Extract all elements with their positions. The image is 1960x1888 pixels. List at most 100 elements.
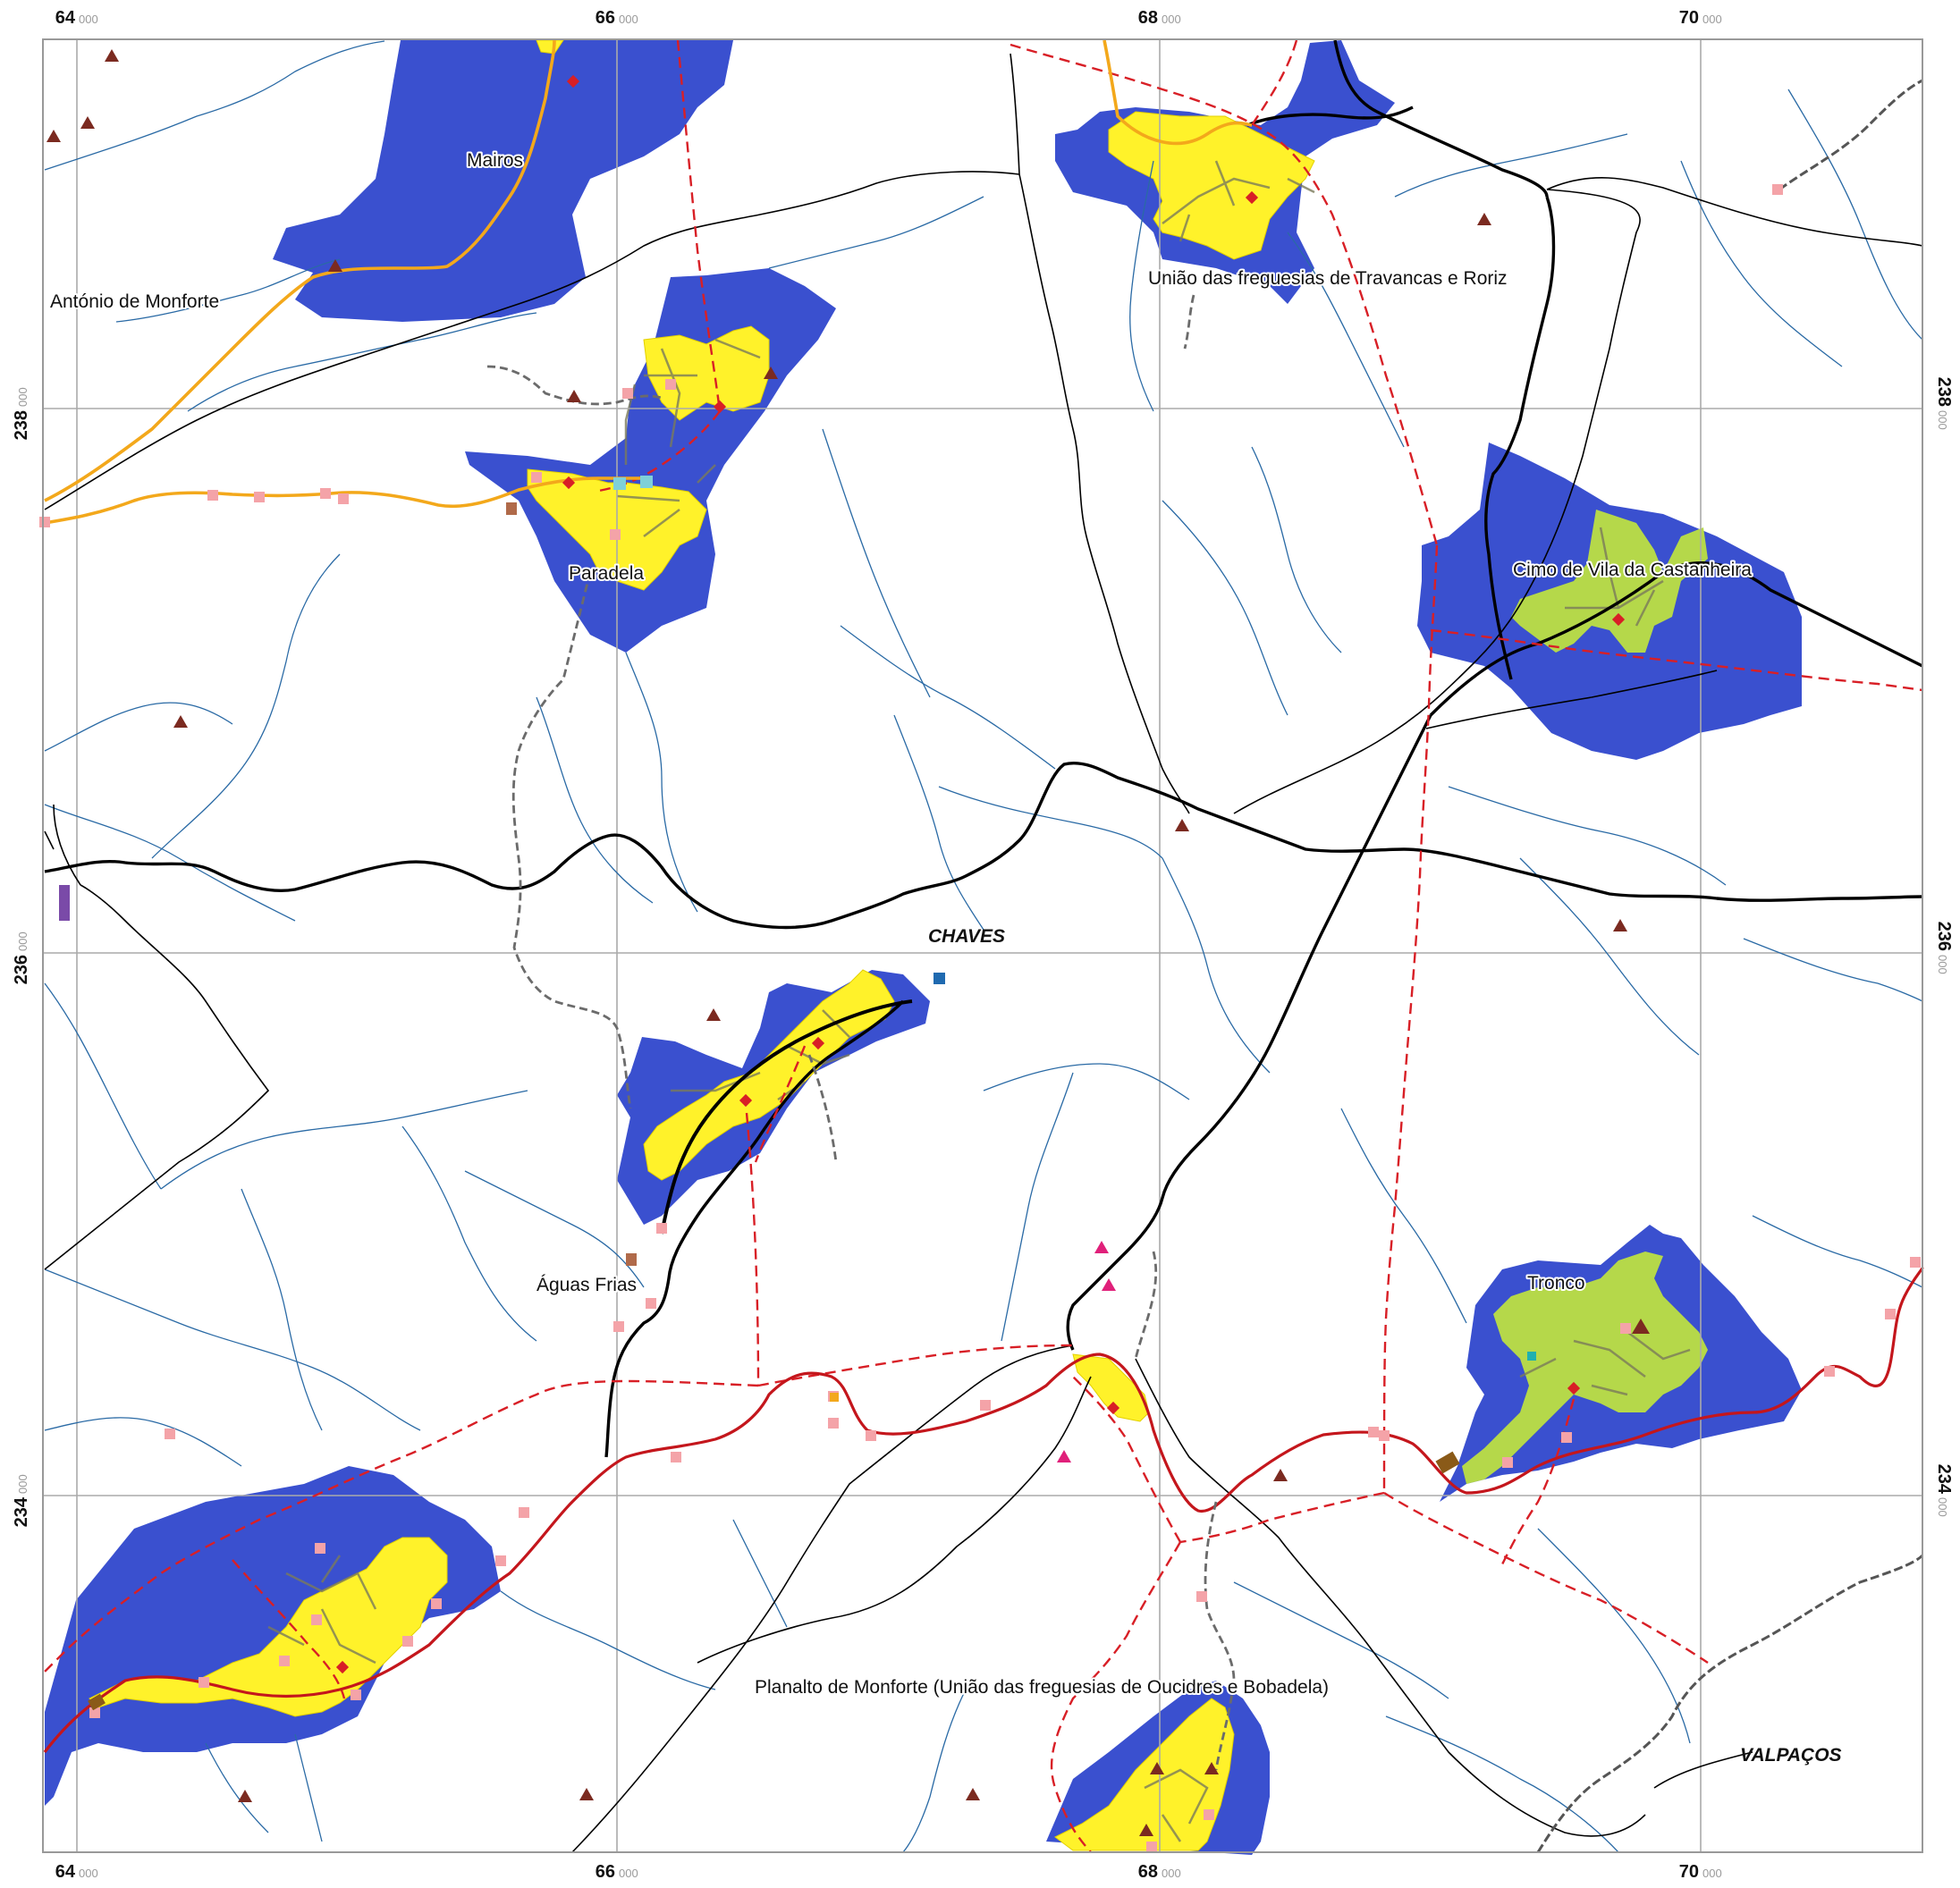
coord-right-234-small: 000 xyxy=(1936,1497,1949,1517)
coord-bottom-68-small: 000 xyxy=(1162,1867,1181,1880)
coord-left-234-small: 000 xyxy=(16,1474,30,1494)
red-diamond-marker-icon xyxy=(335,1660,350,1674)
coord-right-238-small: 000 xyxy=(1936,410,1949,430)
label-mairos: Mairos xyxy=(467,150,523,171)
pink-square-marker-icon xyxy=(165,1429,175,1439)
magenta-triangle-marker-icon xyxy=(1057,1450,1071,1462)
magenta-markers xyxy=(1057,1241,1116,1462)
red-diamond-marker-icon xyxy=(566,74,580,88)
triangle-marker-icon xyxy=(1477,213,1491,225)
grid-lines xyxy=(43,39,1922,1852)
blue-square-marker-icon xyxy=(934,973,945,984)
coord-right-234: 234 xyxy=(1934,1464,1954,1495)
triangle-marker-icon xyxy=(173,715,188,728)
pink-square-marker-icon xyxy=(320,488,331,499)
coord-bottom-64: 64 xyxy=(55,1862,76,1882)
coord-top-66-small: 000 xyxy=(619,13,638,26)
red-dashed-boundaries xyxy=(44,39,1923,1853)
label-aguas-frias: Águas Frias xyxy=(536,1275,637,1295)
admin-boundaries xyxy=(44,53,1923,1853)
brown-marker-icon xyxy=(626,1253,637,1266)
pink-square-marker-icon xyxy=(656,1223,667,1234)
triangle-marker-icon xyxy=(1204,1762,1219,1774)
triangle-marker-icon xyxy=(1273,1469,1288,1481)
coord-top-70-small: 000 xyxy=(1702,13,1722,26)
cyan-marker-icon xyxy=(640,476,653,488)
coord-top-68: 68 xyxy=(1138,8,1158,28)
pink-square-marker-icon xyxy=(1204,1809,1214,1820)
pink-square-marker-icon xyxy=(828,1418,839,1429)
triangle-marker-icon xyxy=(1613,919,1627,931)
pink-square-marker-icon xyxy=(531,472,542,483)
green-zones xyxy=(1462,510,1708,1484)
pink-square-marker-icon xyxy=(199,1677,209,1688)
pink-square-marker-icon xyxy=(1824,1366,1835,1377)
bottom-coordinate-labels: 64 000 66 000 68 000 70 000 xyxy=(55,1862,1722,1882)
triangle-marker-icon xyxy=(46,130,61,142)
coord-top-66: 66 xyxy=(596,8,615,28)
coord-left-236-small: 000 xyxy=(16,931,30,951)
triangle-marker-icon xyxy=(1632,1319,1650,1334)
brown-marker-icon xyxy=(88,1693,106,1711)
pink-square-marker-icon xyxy=(866,1430,876,1441)
magenta-triangle-marker-icon xyxy=(1102,1278,1116,1291)
pink-square-marker-icon xyxy=(1620,1323,1631,1334)
pink-square-marker-icon xyxy=(622,388,633,399)
coord-left-238: 238 xyxy=(12,410,31,440)
red-diamond-marker-icon xyxy=(1567,1381,1581,1395)
pink-square-marker-icon xyxy=(254,492,265,502)
triangle-marker-icon xyxy=(238,1790,252,1802)
pink-square-marker-icon xyxy=(1772,184,1783,195)
coord-right-238: 238 xyxy=(1934,377,1954,407)
place-labels: Mairos António de Monforte Paradela Uniã… xyxy=(48,148,1753,1699)
pink-square-marker-icon xyxy=(610,529,621,540)
coord-bottom-68: 68 xyxy=(1138,1862,1158,1882)
coord-bottom-70: 70 xyxy=(1679,1862,1699,1882)
triangle-marker-icon xyxy=(706,1008,721,1021)
brown-marker-icon xyxy=(1435,1451,1460,1474)
pink-square-marker-icon xyxy=(1146,1842,1157,1852)
coord-right-236-small: 000 xyxy=(1936,955,1949,974)
triangle-marker-icon xyxy=(1175,819,1189,831)
pink-square-marker-icon xyxy=(665,379,676,390)
rivers xyxy=(44,40,1923,1853)
coord-bottom-70-small: 000 xyxy=(1702,1867,1722,1880)
cyan-marker-icon xyxy=(613,477,626,490)
magenta-triangle-marker-icon xyxy=(1094,1241,1109,1253)
triangle-marker-icon xyxy=(1150,1762,1164,1774)
label-valpacos: VALPAÇOS xyxy=(1740,1745,1842,1766)
triangle-marker-icon xyxy=(80,116,95,129)
pink-square-marker-icon xyxy=(1502,1457,1513,1468)
red-diamond-marker-icon xyxy=(1611,612,1626,627)
cyan-marker-icon xyxy=(1527,1352,1536,1361)
triangle-marker-icon xyxy=(764,367,778,379)
pink-square-marker-icon xyxy=(351,1690,361,1700)
pink-square-marker-icon xyxy=(402,1636,413,1647)
grey-dashed-tracks xyxy=(486,294,1236,1771)
pink-square-marker-icon xyxy=(1561,1432,1572,1443)
triangle-marker-icon xyxy=(105,49,119,62)
top-coordinate-labels: 64 000 66 000 68 000 70 000 xyxy=(55,8,1722,28)
triangle-marker-icon xyxy=(579,1788,594,1800)
triangle-marker-icon xyxy=(328,259,342,272)
coord-top-64-small: 000 xyxy=(79,13,98,26)
pink-square-marker-icon xyxy=(1885,1309,1896,1319)
pink-square-marker-icon xyxy=(89,1707,100,1718)
pink-square-marker-icon xyxy=(39,517,50,527)
red-diamond-markers xyxy=(335,74,1626,1674)
right-coordinate-labels: 238 000 236 000 234 000 xyxy=(1934,377,1954,1517)
coord-right-236: 236 xyxy=(1934,922,1954,951)
main-roads-black xyxy=(44,39,1923,1458)
label-cimo-vila: Cimo de Vila da Castanheira xyxy=(1513,560,1752,580)
municipality-labels: CHAVES VALPAÇOS xyxy=(928,926,1842,1766)
coord-bottom-66: 66 xyxy=(596,1862,615,1882)
brown-marker-icon xyxy=(506,502,517,515)
orange-marker-icon xyxy=(830,1393,839,1402)
triangle-marker-icon xyxy=(966,1788,980,1800)
coord-bottom-66-small: 000 xyxy=(619,1867,638,1880)
pink-square-marker-icon xyxy=(431,1598,442,1609)
triangle-marker-icon xyxy=(567,390,581,402)
pink-square-marker-icon xyxy=(279,1656,290,1666)
pink-square-marker-icon xyxy=(646,1298,656,1309)
